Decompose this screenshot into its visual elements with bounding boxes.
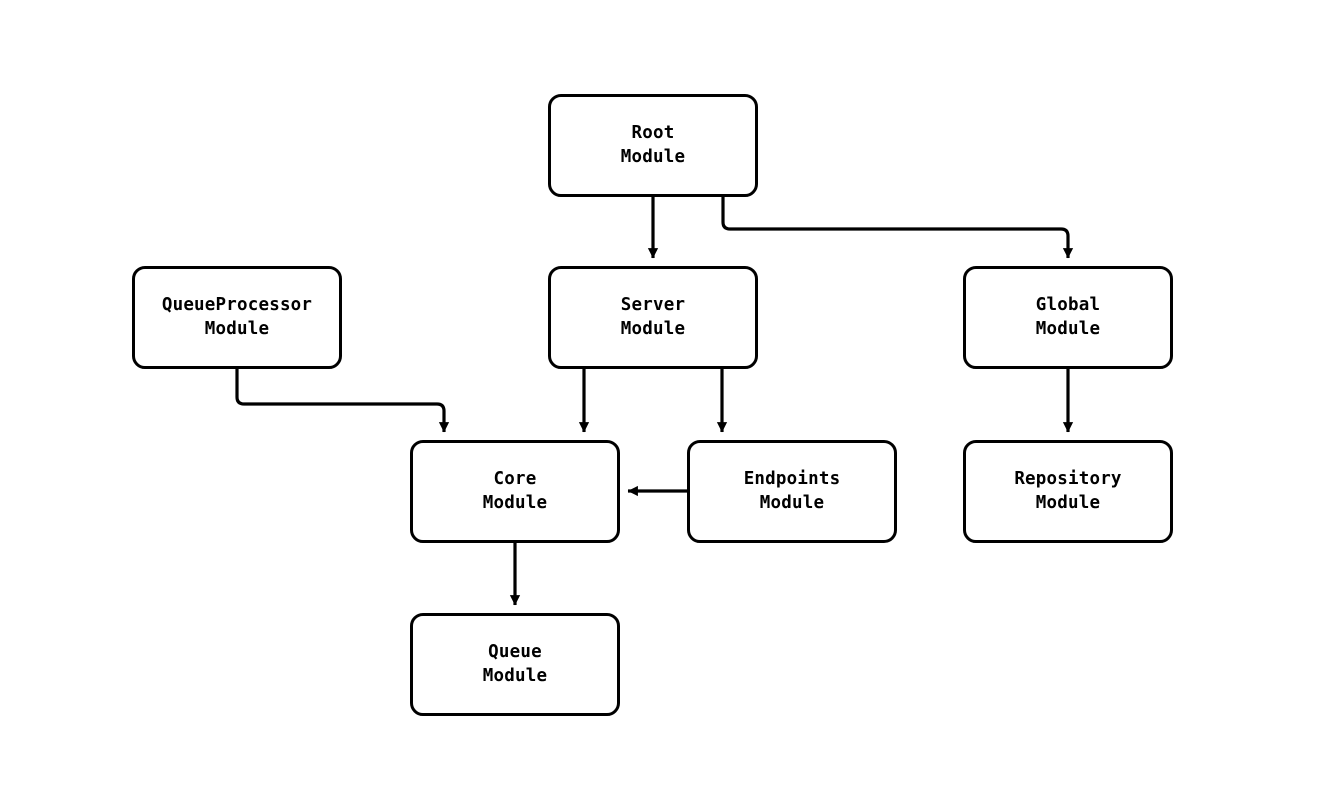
- node-repository-module-suffix: Module: [1035, 492, 1101, 513]
- node-endpoints-module-suffix: Module: [759, 492, 825, 513]
- node-core-module[interactable]: Core Module: [410, 440, 620, 543]
- node-server-module-name: Server: [620, 295, 686, 316]
- node-queueprocessor-module[interactable]: QueueProcessor Module: [132, 266, 342, 369]
- node-global-module-suffix: Module: [1035, 318, 1101, 339]
- node-repository-module-name: Repository: [1014, 469, 1122, 490]
- node-global-module[interactable]: Global Module: [963, 266, 1173, 369]
- node-queue-module-name: Queue: [488, 642, 542, 663]
- node-root-module-name: Root: [631, 123, 675, 144]
- edge-queueprocessor-to-core: [235, 369, 450, 433]
- node-root-module[interactable]: Root Module: [548, 94, 758, 197]
- node-queueprocessor-module-name: QueueProcessor: [161, 295, 313, 316]
- node-endpoints-module[interactable]: Endpoints Module: [687, 440, 897, 543]
- node-server-module[interactable]: Server Module: [548, 266, 758, 369]
- node-server-module-suffix: Module: [620, 318, 686, 339]
- node-queueprocessor-module-suffix: Module: [204, 318, 270, 339]
- node-core-module-suffix: Module: [482, 492, 548, 513]
- node-global-module-name: Global: [1035, 295, 1101, 316]
- node-endpoints-module-name: Endpoints: [743, 469, 841, 490]
- node-queue-module[interactable]: Queue Module: [410, 613, 620, 716]
- node-queue-module-suffix: Module: [482, 665, 548, 686]
- node-root-module-suffix: Module: [620, 146, 686, 167]
- node-repository-module[interactable]: Repository Module: [963, 440, 1173, 543]
- edge-root-to-global: [721, 197, 1074, 259]
- node-core-module-name: Core: [493, 469, 537, 490]
